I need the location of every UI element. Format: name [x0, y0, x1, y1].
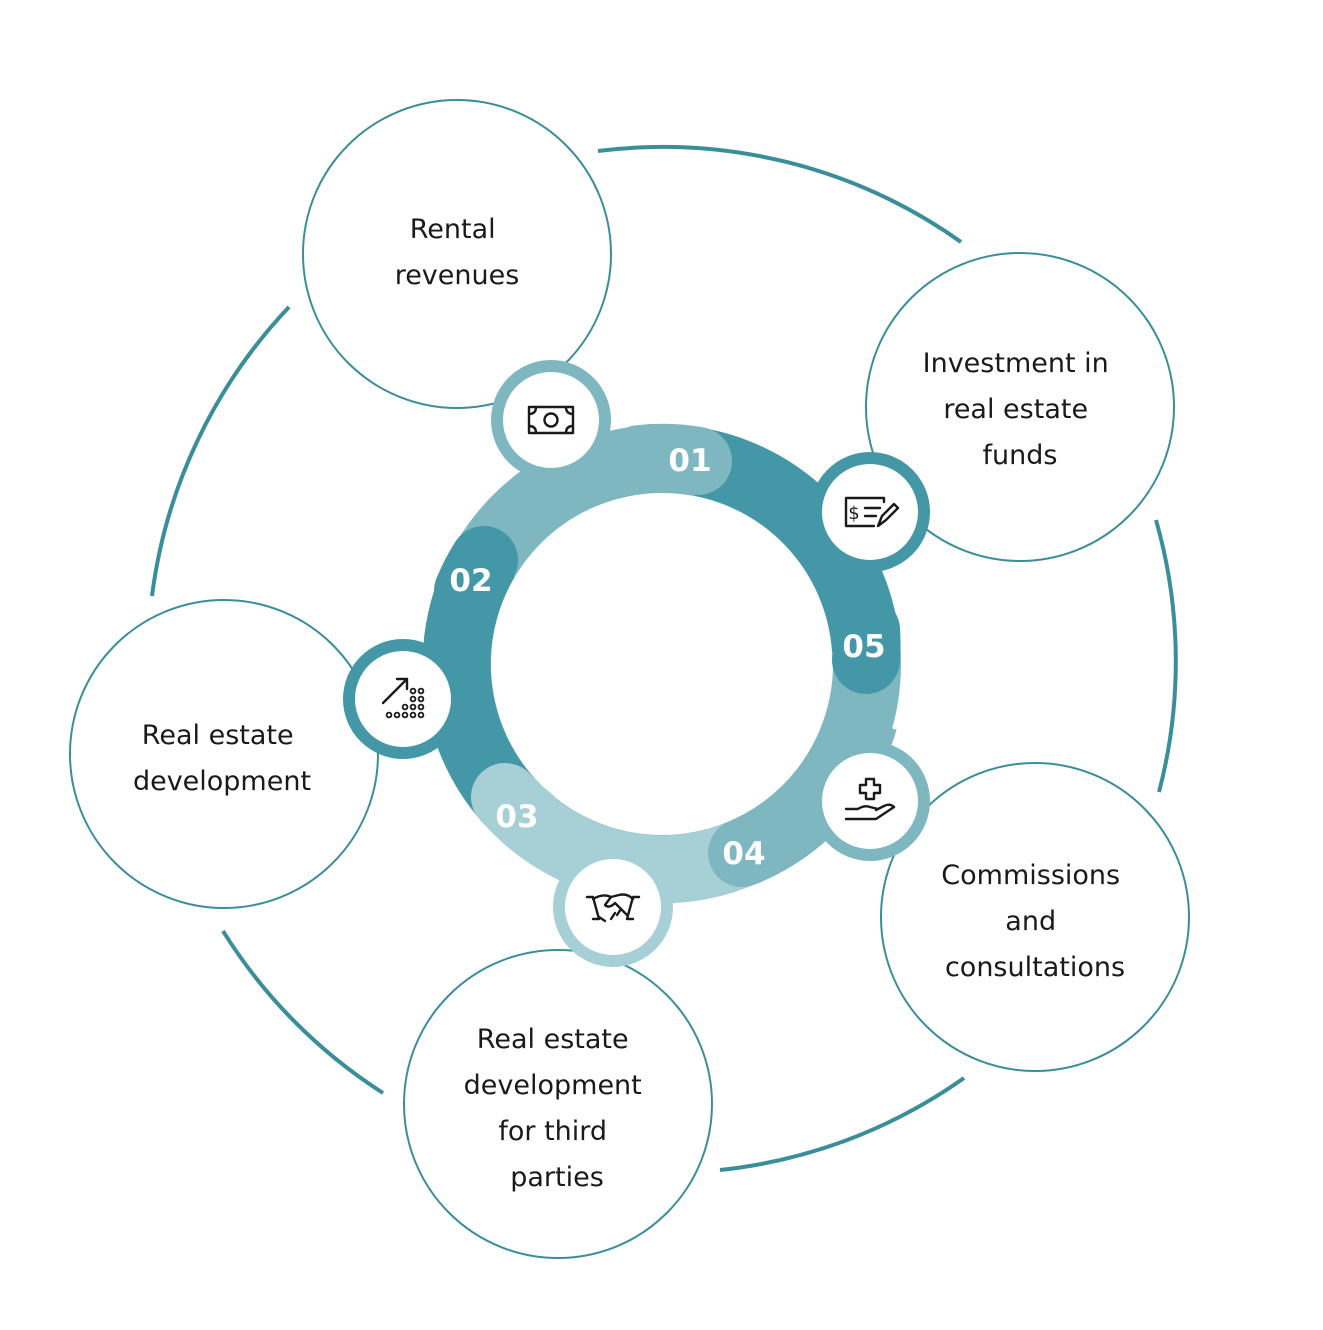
number-cap-05 — [832, 596, 901, 694]
segment-number-03: 03 — [495, 799, 538, 835]
label-commissions: Commissions and consultations — [941, 860, 1128, 983]
svg-text:$: $ — [848, 503, 859, 524]
badge-02 — [343, 639, 463, 759]
outer-arc-3 — [719, 1076, 966, 1172]
bubble-real-estate-development — [69, 599, 379, 909]
badge-05 — [810, 452, 930, 572]
badge-01 — [491, 360, 611, 480]
outer-arc-4 — [221, 929, 385, 1095]
label-line: real estate — [943, 394, 1088, 425]
number-cap-04 — [708, 811, 794, 887]
check-dollar-icon: $ — [844, 496, 900, 528]
label-investment-funds: Investment in real estate funds — [923, 348, 1118, 471]
growth-chart-icon — [381, 677, 425, 719]
label-line: Real estate — [142, 720, 294, 751]
bubbles — [69, 99, 1190, 1259]
number-badges: 01 02 03 04 05 — [434, 423, 901, 887]
label-line: development — [464, 1070, 642, 1101]
number-cap-01 — [606, 423, 732, 495]
label-line: Investment in — [923, 348, 1109, 379]
banknote-icon — [527, 405, 575, 435]
label-line: funds — [983, 440, 1058, 471]
segment-number-05: 05 — [842, 629, 885, 665]
bubble-rental-revenues — [302, 99, 612, 409]
segment-number-04: 04 — [722, 836, 765, 872]
bubble-labels: Rental revenues Investment in real estat… — [133, 214, 1128, 1193]
label-line: development — [133, 766, 311, 797]
badge-03 — [553, 847, 673, 967]
bubble-investment-funds — [865, 252, 1175, 562]
label-line: parties — [510, 1162, 604, 1193]
label-line: and — [1005, 906, 1056, 937]
icon-badges: $ — [343, 360, 930, 967]
label-third-party-development: Real estate development for third partie… — [464, 1024, 651, 1193]
hand-plus-icon — [844, 777, 896, 821]
label-rental-revenues: Rental revenues — [395, 214, 520, 291]
bubble-third-party-development — [403, 949, 713, 1259]
outer-arc-2 — [1154, 519, 1178, 793]
label-line: Rental — [410, 214, 496, 245]
number-cap-03 — [471, 763, 564, 854]
outer-arc-5 — [150, 305, 291, 597]
label-line: revenues — [395, 260, 520, 291]
label-line: consultations — [945, 952, 1125, 983]
label-real-estate-development: Real estate development — [133, 720, 311, 797]
outer-ring — [150, 144, 1178, 1172]
label-line: for third — [498, 1116, 607, 1147]
label-line: Commissions — [941, 860, 1120, 891]
handshake-icon — [585, 893, 641, 923]
number-cap-02 — [434, 526, 518, 625]
segment-number-02: 02 — [449, 563, 492, 599]
badge-04 — [810, 741, 930, 861]
bubble-commissions — [880, 762, 1190, 1072]
label-line: Real estate — [477, 1024, 629, 1055]
segment-number-01: 01 — [668, 443, 711, 479]
outer-arc-1 — [597, 144, 963, 244]
